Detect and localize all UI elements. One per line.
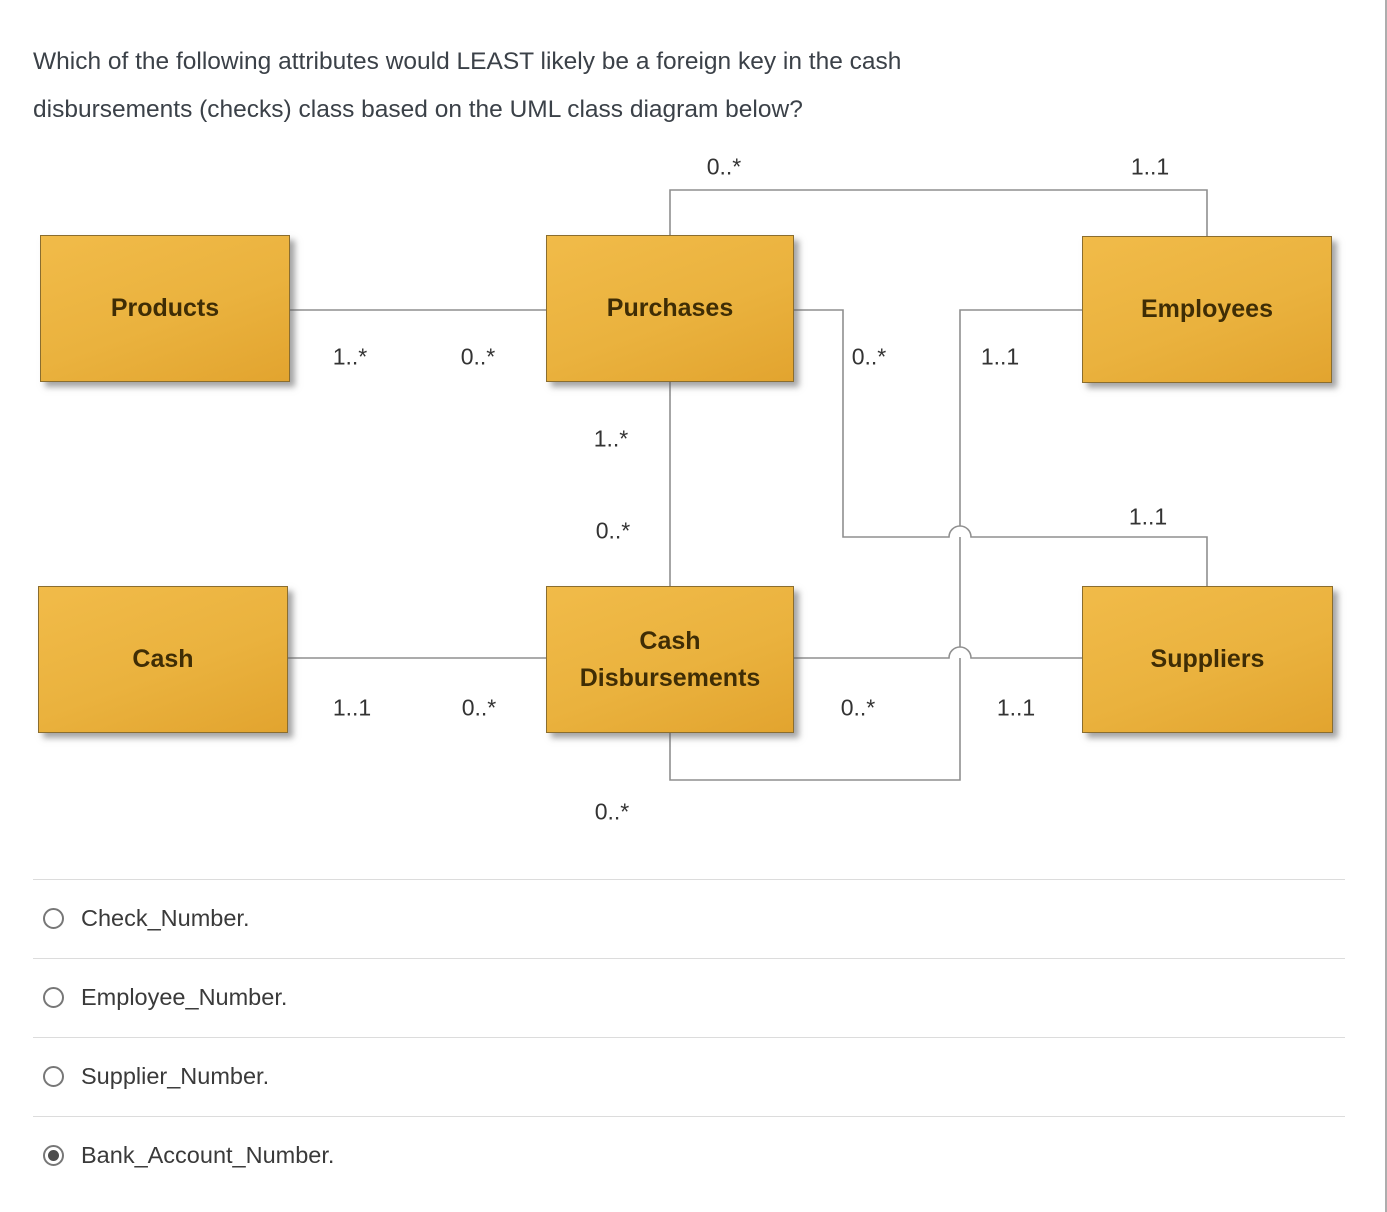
question-line-1: Which of the following attributes would … (33, 48, 902, 75)
uml-class-suppliers-label: Suppliers (1150, 645, 1265, 674)
answer-option-check-number[interactable]: Check_Number. (43, 896, 250, 940)
uml-class-employees-label: Employees (1140, 295, 1273, 324)
uml-connector-lines (288, 189, 1208, 781)
radio-button-check-number[interactable] (43, 907, 64, 929)
option-label-check-number[interactable]: Check_Number. (81, 904, 250, 931)
option-separator (33, 958, 1345, 959)
multiplicity-cashdisb-right: 0..* (840, 694, 876, 721)
uml-class-purchases: Purchases (546, 235, 794, 382)
multiplicity-purchases-left: 0..* (460, 343, 496, 370)
multiplicity-purchases-bottom: 1..* (593, 425, 629, 452)
connector-purchases-suppliers (794, 309, 1208, 586)
uml-class-products: Products (40, 235, 290, 382)
connector-cashdisb-suppliers (794, 646, 1082, 659)
option-label-supplier-number[interactable]: Supplier_Number. (81, 1062, 270, 1089)
multiplicity-cashdisb-top: 0..* (595, 517, 631, 544)
answer-option-supplier-number[interactable]: Supplier_Number. (43, 1054, 269, 1098)
multiplicity-employees-left: 1..1 (980, 343, 1020, 370)
question-text: Which of the following attributes would … (33, 38, 901, 134)
radio-button-bank-account-number[interactable] (43, 1144, 64, 1166)
multiplicity-cashdisb-bottom: 0..* (594, 798, 630, 825)
multiplicity-employees-top: 1..1 (1130, 153, 1170, 180)
answer-option-employee-number[interactable]: Employee_Number. (43, 975, 287, 1019)
uml-class-suppliers: Suppliers (1082, 586, 1333, 733)
option-separator (33, 1037, 1345, 1038)
multiplicity-cash-right: 1..1 (332, 694, 372, 721)
uml-class-products-label: Products (110, 294, 220, 323)
connector-cashdisb-employees (669, 309, 1082, 781)
uml-class-cash-label: Cash (132, 645, 194, 674)
option-separator (33, 879, 1345, 880)
radio-button-supplier-number[interactable] (43, 1065, 64, 1087)
radio-button-employee-number[interactable] (43, 986, 64, 1008)
multiplicity-suppliers-top: 1..1 (1128, 503, 1168, 530)
multiplicity-suppliers-left: 1..1 (996, 694, 1036, 721)
multiplicity-purchases-right: 0..* (851, 343, 887, 370)
uml-class-cash-disbursements: Cash Disbursements (546, 586, 794, 733)
question-line-2: disbursements (checks) class based on th… (33, 96, 803, 123)
option-separator (33, 1116, 1345, 1117)
multiplicity-purchases-top: 0..* (706, 153, 742, 180)
connector-purchases-employees (669, 189, 1208, 236)
multiplicity-cashdisb-left: 0..* (461, 694, 497, 721)
uml-class-purchases-label: Purchases (606, 294, 734, 323)
uml-class-cash: Cash (38, 586, 288, 733)
option-label-bank-account-number[interactable]: Bank_Account_Number. (81, 1141, 335, 1168)
uml-class-cash-disbursements-label: Cash Disbursements (579, 627, 761, 692)
uml-class-employees: Employees (1082, 236, 1332, 383)
multiplicity-products-right: 1..* (332, 343, 368, 370)
option-label-employee-number[interactable]: Employee_Number. (81, 983, 288, 1010)
answer-option-bank-account-number[interactable]: Bank_Account_Number. (43, 1133, 334, 1177)
